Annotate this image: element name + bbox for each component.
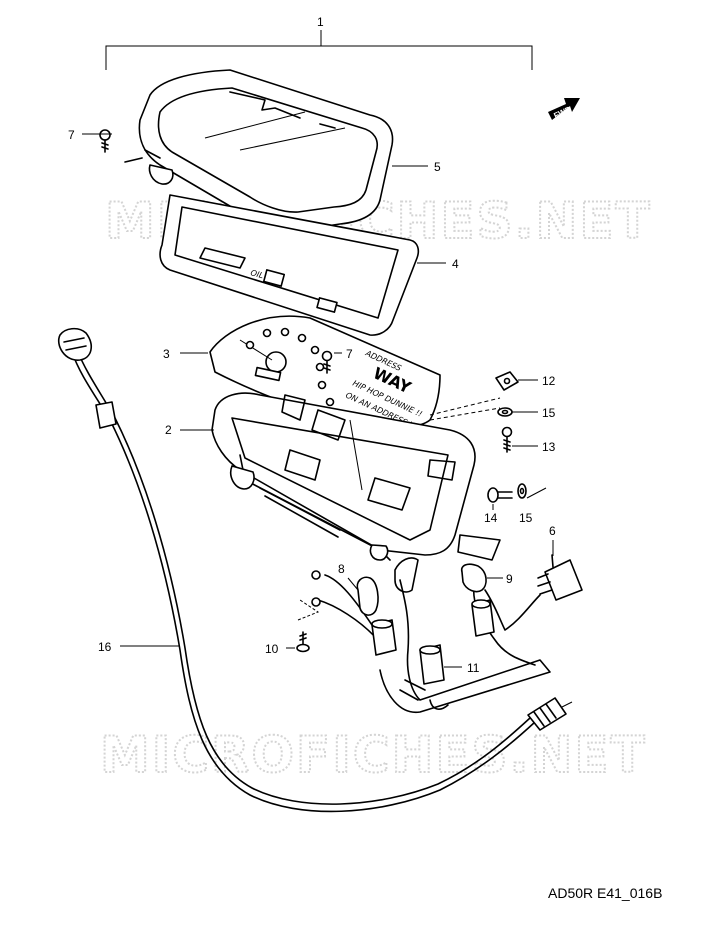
callout-7-dial: 7: [346, 347, 353, 361]
callout-4: 4: [452, 257, 459, 271]
callout-13: 13: [542, 440, 556, 454]
dial-marks: [245, 327, 335, 407]
meter-case-part-2: [211, 392, 501, 561]
callout-14: 14: [484, 511, 498, 525]
figure-code: AD50R E41_016B: [548, 885, 662, 901]
speedometer-cable-part-16: [58, 327, 573, 813]
screw-7-dial-icon: [321, 350, 333, 374]
bulb-part-9-icon: [460, 563, 487, 593]
leader-lines: [82, 133, 554, 668]
callout-11: 11: [467, 661, 480, 675]
callout-9: 9: [506, 572, 513, 586]
washer-part-15a-icon: [497, 407, 513, 417]
watermark-bottom: MICROFICHES.NET: [100, 726, 647, 784]
fwd-label: FWD: [552, 104, 573, 120]
screw-part-10-icon: [296, 631, 310, 653]
callout-15-lower: 15: [519, 511, 533, 525]
callout-1: 1: [317, 15, 324, 29]
callout-3: 3: [163, 347, 170, 361]
callout-12: 12: [542, 374, 556, 388]
bulb-part-8-icon: [356, 576, 379, 616]
clip-part-12-icon: [495, 371, 519, 391]
connector-part-6-icon: [537, 554, 583, 601]
bolt-part-14-icon: [487, 487, 513, 503]
callout-5: 5: [434, 160, 441, 174]
screw-7-upper-icon: [99, 129, 111, 153]
socket-part-11-icon: [371, 599, 495, 685]
oil-indicator-label: OIL: [249, 268, 264, 280]
callout-8: 8: [338, 562, 345, 576]
callout-2: 2: [165, 423, 172, 437]
upper-cover-part-5: [124, 69, 394, 245]
washer-part-15b-icon: [517, 483, 527, 499]
callout-6: 6: [549, 524, 556, 538]
callout-10: 10: [265, 642, 279, 656]
frame-part-4: OIL: [159, 194, 420, 336]
callout-16: 16: [98, 640, 112, 654]
callout-7-upper: 7: [68, 128, 75, 142]
screw-part-13-icon: [501, 426, 513, 453]
callout-15-upper: 15: [542, 406, 556, 420]
fwd-arrow-icon: FWD: [548, 98, 580, 120]
assembly-bracket: [105, 30, 533, 70]
